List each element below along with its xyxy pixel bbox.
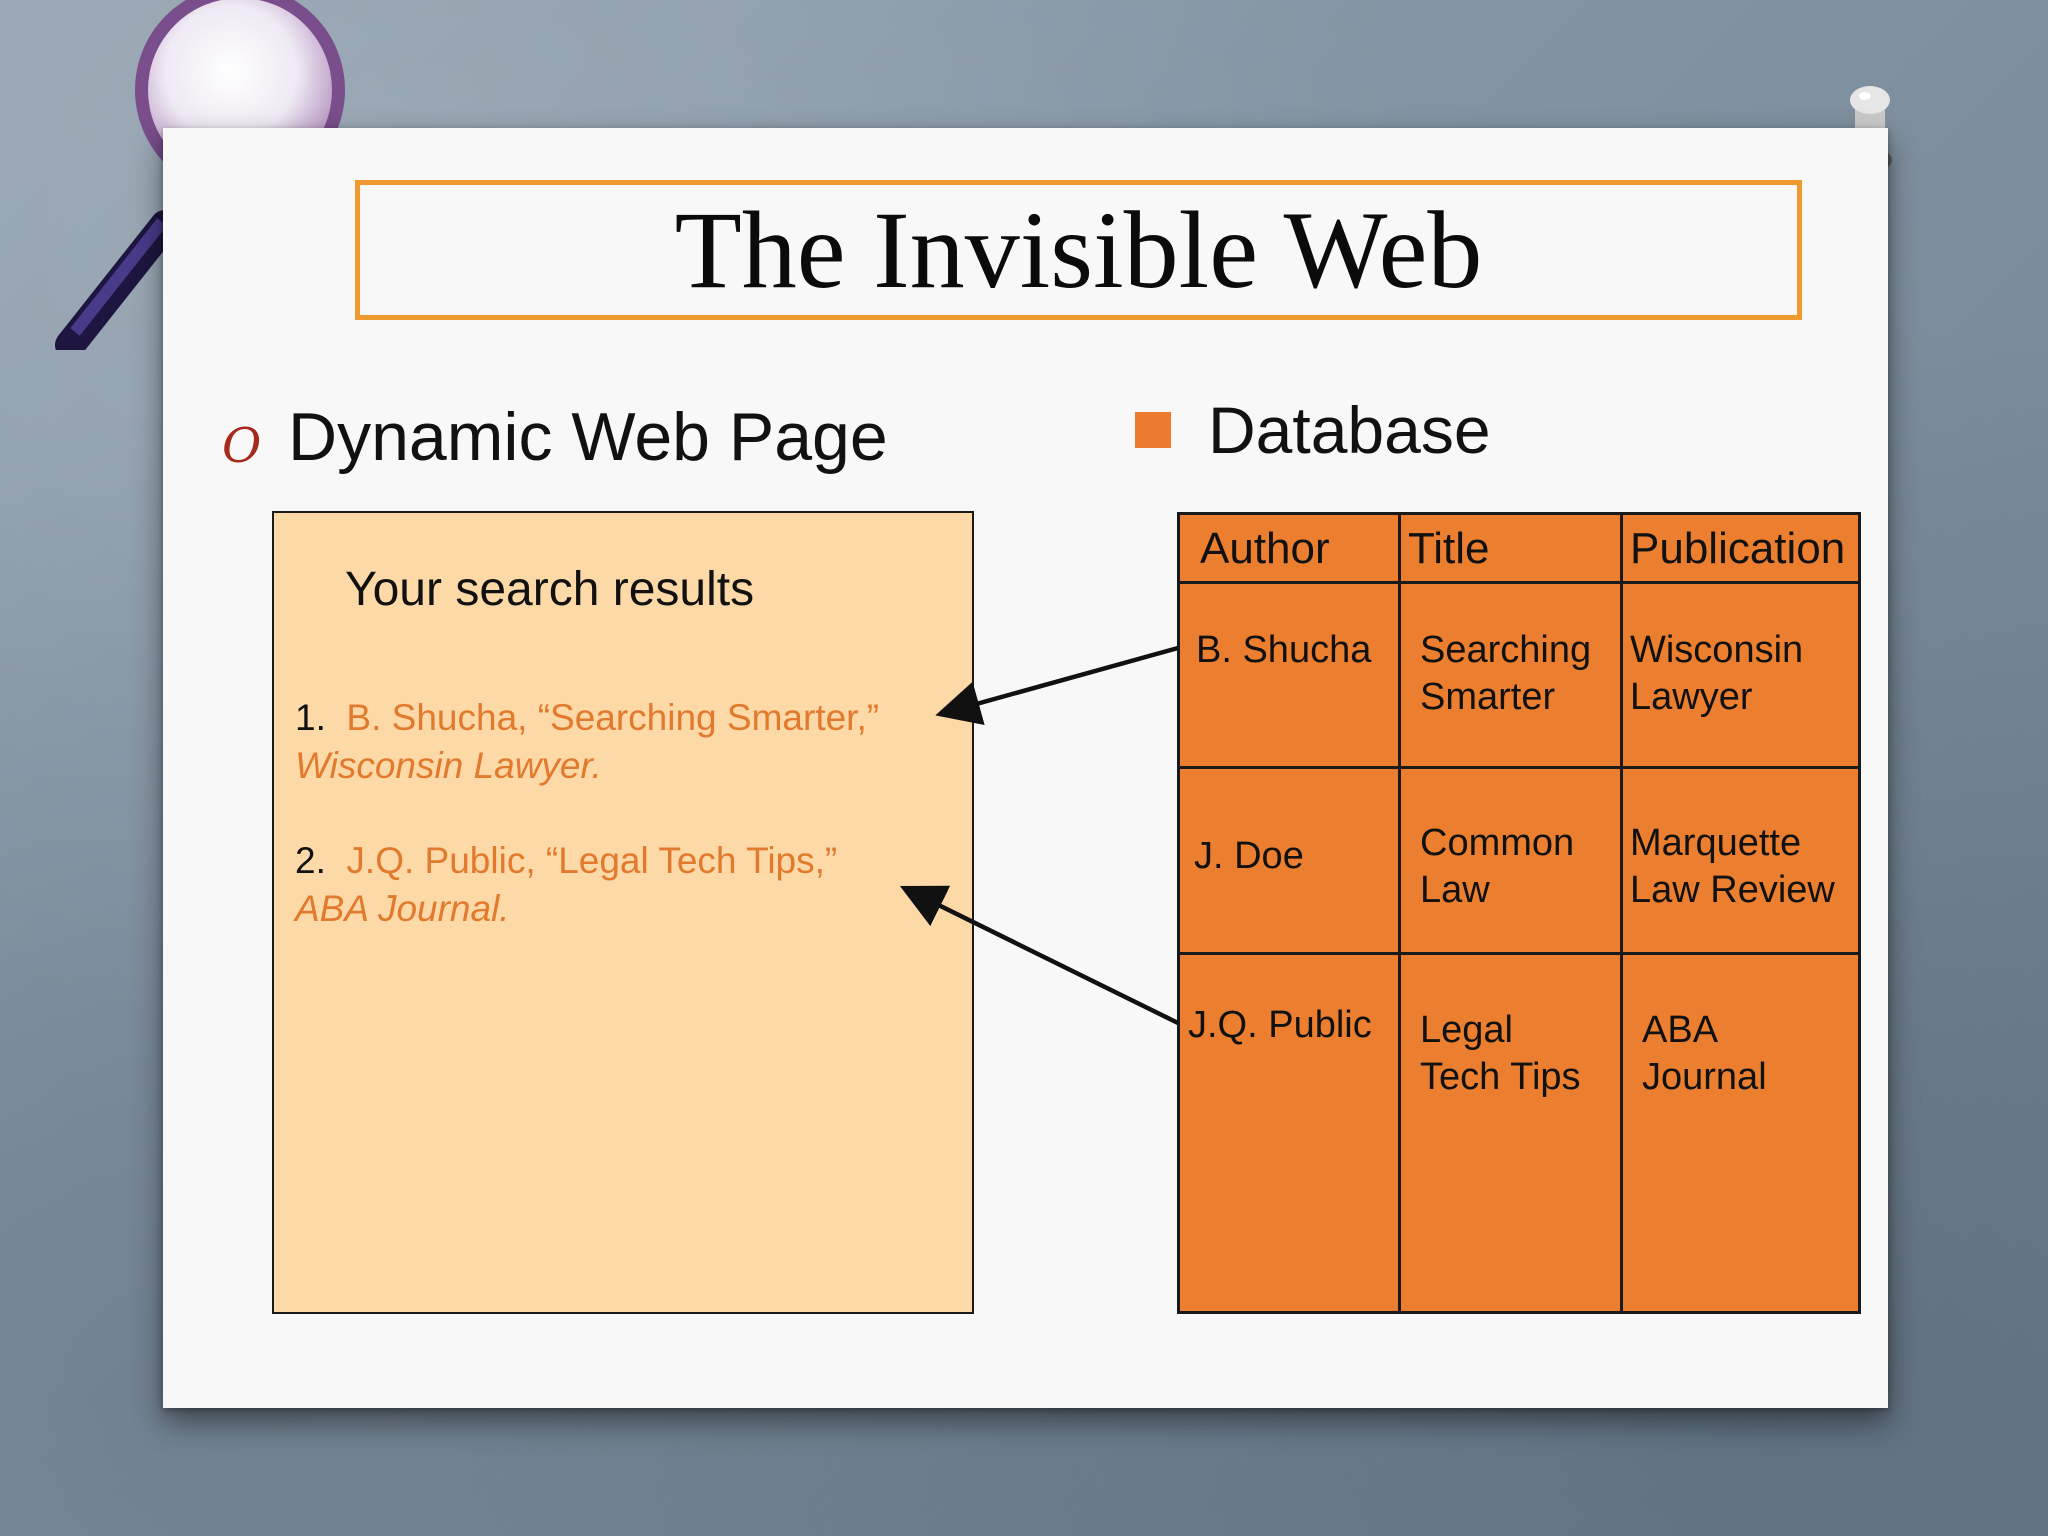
title-box: The Invisible Web: [355, 180, 1802, 320]
table-divider: [1180, 766, 1858, 769]
circle-o-bullet-icon: O: [222, 418, 262, 474]
search-result-item: 1. B. Shucha, “Searching Smarter,” Wisco…: [295, 694, 955, 790]
table-header-publication: Publication: [1630, 524, 1846, 573]
table-divider: [1620, 515, 1623, 1311]
database-table: Author Title Publication B. Shucha Searc…: [1177, 512, 1861, 1314]
table-cell-author: J. Doe: [1194, 835, 1304, 877]
right-heading: Database: [1208, 393, 1491, 467]
table-cell-author: B. Shucha: [1196, 629, 1372, 671]
arrow-row3-to-result2: [899, 885, 1179, 1026]
square-bullet-icon: [1135, 412, 1171, 448]
result-publication: Wisconsin Lawyer.: [295, 745, 602, 786]
table-cell-author: J.Q. Public: [1188, 1004, 1372, 1046]
search-results-panel: [272, 511, 974, 1314]
arrow-row1-to-result1: [935, 645, 1179, 726]
result-citation: J.Q. Public, “Legal Tech Tips,”: [346, 840, 838, 881]
left-heading: Dynamic Web Page: [288, 399, 888, 475]
result-citation: B. Shucha, “Searching Smarter,”: [346, 697, 880, 738]
search-result-item: 2. J.Q. Public, “Legal Tech Tips,” ABA J…: [295, 837, 955, 933]
table-divider: [1398, 515, 1401, 1311]
result-number: 1.: [295, 697, 326, 738]
table-header-title: Title: [1408, 524, 1490, 573]
table-divider: [1180, 952, 1858, 955]
result-number: 2.: [295, 840, 326, 881]
result-publication: ABA Journal.: [295, 888, 510, 929]
slide-title: The Invisible Web: [674, 189, 1483, 311]
table-divider: [1180, 581, 1858, 584]
table-header-author: Author: [1200, 524, 1330, 573]
search-results-title: Your search results: [345, 563, 755, 616]
